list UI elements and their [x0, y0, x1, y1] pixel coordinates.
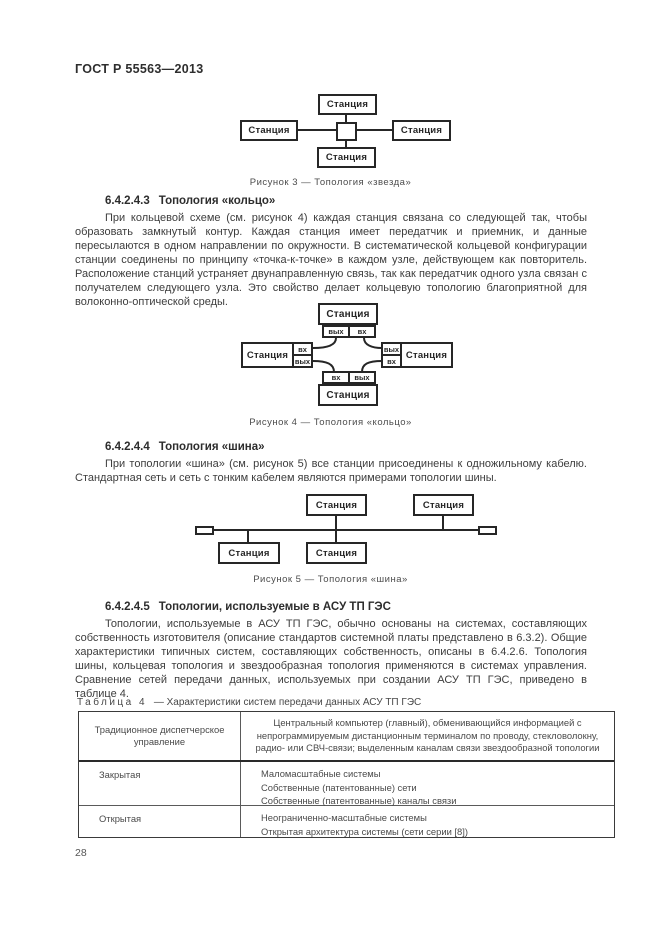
section-title: Топология «кольцо» — [158, 195, 276, 207]
station-box: Станция — [318, 384, 378, 406]
description-line: Открытая архитектура системы (сети серии… — [261, 825, 468, 837]
station-box: Станция — [306, 542, 367, 564]
table-row: Традиционное диспетчерское управление Це… — [79, 712, 614, 762]
table-cell-description: Неограниченно-масштабные системы Открыта… — [241, 806, 614, 837]
station-box: Станция — [241, 342, 294, 368]
drop-line — [335, 516, 337, 530]
terminator-box — [478, 526, 497, 535]
paragraph-bus: При топологии «шина» (см. рисунок 5) все… — [75, 458, 587, 484]
station-box: Станция — [306, 494, 367, 516]
station-box: Станция — [317, 147, 376, 168]
section-heading-bus: 6.4.2.4.4 Топология «шина» — [105, 441, 265, 453]
port-in: вх — [381, 354, 402, 368]
station-box: Станция — [218, 542, 280, 564]
section-number: 6.4.2.4.5 — [105, 601, 150, 613]
page-number: 28 — [75, 847, 87, 859]
port-out: вых — [348, 371, 376, 384]
description-line: Неограниченно-масштабные системы — [261, 812, 427, 823]
station-box: Станция — [392, 120, 451, 141]
drop-line — [442, 516, 444, 530]
table4: Традиционное диспетчерское управление Це… — [78, 711, 615, 838]
bus-cable-line — [205, 529, 487, 531]
ring-connector-curves — [312, 337, 383, 373]
port-out: вых — [322, 325, 350, 338]
terminator-box — [195, 526, 214, 535]
port-in: вх — [322, 371, 350, 384]
description-line: Собственные (патентованные) сети — [261, 781, 417, 793]
description-line: Маломасштабные системы — [261, 768, 381, 779]
description-line: Собственные (патентованные) каналы связи — [261, 795, 457, 806]
port-out: вых — [292, 354, 313, 368]
port-in: вх — [348, 325, 376, 338]
table-cell-description: Центральный компьютер (главный), обменив… — [255, 717, 600, 754]
section-heading-ring: 6.4.2.4.3 Топология «кольцо» — [105, 195, 275, 207]
table-dash: — — [153, 697, 164, 708]
station-box: Станция — [318, 303, 378, 325]
table-cell-system: Закрытая — [79, 762, 241, 805]
drop-line — [247, 531, 249, 543]
figure3-caption: Рисунок 3 — Топология «звезда» — [249, 177, 412, 188]
table-title: Характеристики систем передачи данных АС… — [166, 697, 422, 708]
paragraph-ring: При кольцевой схеме (см. рисунок 4) кажд… — [75, 212, 587, 308]
table-cell-description: Маломасштабные системы Собственные (пате… — [241, 762, 614, 806]
figure5-caption: Рисунок 5 — Топология «шина» — [253, 574, 408, 585]
table-label: Таблица 4 — [77, 697, 148, 708]
table4-caption: Таблица 4 — Характеристики систем переда… — [77, 697, 421, 708]
section-heading-asu: 6.4.2.4.5 Топологии, используемые в АСУ Т… — [105, 601, 391, 613]
paragraph-asu: Топологии, используемые в АСУ ТП ГЭС, об… — [75, 618, 587, 700]
section-title: Топологии, используемые в АСУ ТП ГЭС — [158, 601, 391, 613]
document-header: ГОСТ Р 55563—2013 — [75, 62, 204, 76]
table-cell-system: Открытая — [79, 806, 241, 837]
section-title: Топология «шина» — [158, 441, 265, 453]
section-number: 6.4.2.4.4 — [105, 441, 150, 453]
drop-line — [335, 531, 337, 543]
station-box: Станция — [413, 494, 474, 516]
station-box: Станция — [240, 120, 298, 141]
figure4-caption: Рисунок 4 — Топология «кольцо» — [249, 417, 412, 428]
station-box: Станция — [318, 94, 377, 115]
table-cell-system: Традиционное диспетчерское управление — [79, 712, 241, 760]
table-row: Закрытая Маломасштабные системы Собствен… — [79, 762, 614, 806]
table-row: Открытая Неограниченно-масштабные систем… — [79, 806, 614, 837]
hub-box — [336, 122, 357, 141]
station-box: Станция — [400, 342, 453, 368]
section-number: 6.4.2.4.3 — [105, 195, 150, 207]
